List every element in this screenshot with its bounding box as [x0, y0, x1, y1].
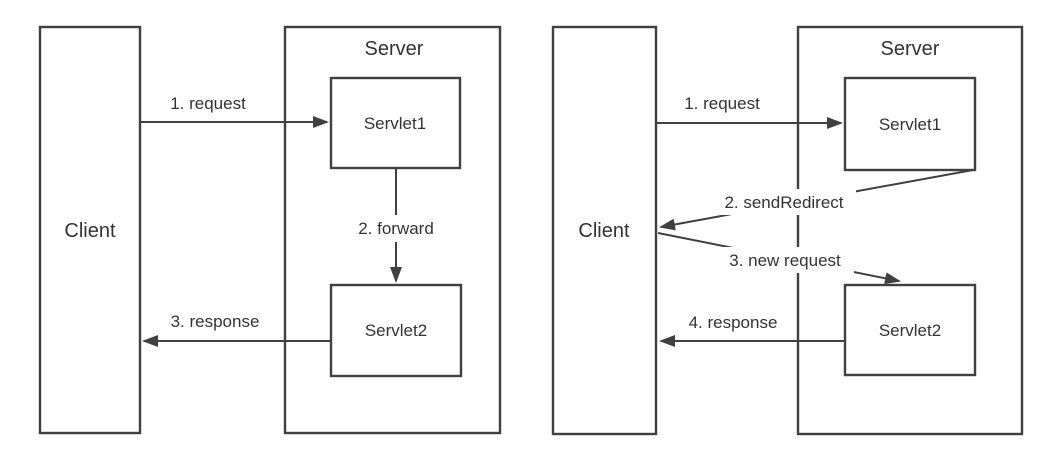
servlet2-box	[329, 283, 463, 378]
response-arrow-label: 4. response	[689, 313, 778, 332]
forward-arrow-label: 2. forward	[358, 219, 434, 238]
send-redirect-label-background	[712, 189, 856, 215]
client-box	[551, 25, 658, 436]
request-arrow-label: 1. request	[684, 94, 760, 113]
server-label: Server	[881, 38, 940, 60]
new-request-label-background	[716, 247, 854, 273]
forward-diagram: Server Client Servlet1 Servlet2 1. reque…	[38, 25, 502, 435]
forward-label-background	[348, 215, 444, 242]
client-label: Client	[64, 220, 116, 242]
send-redirect-arrow-label: 2. sendRedirect	[724, 193, 843, 212]
new-request-arrow-label: 3. new request	[729, 251, 841, 270]
redirect-diagram: Server Client Servlet1 Servlet2 1. reque…	[551, 25, 1024, 436]
servlet2-label: Servlet2	[365, 321, 427, 340]
server-label: Server	[365, 38, 424, 60]
servlet1-box	[843, 76, 977, 172]
response-arrow-label: 3. response	[171, 312, 260, 331]
servlet1-label: Servlet1	[879, 115, 941, 134]
servlet1-label: Servlet1	[364, 114, 426, 133]
client-label: Client	[578, 220, 630, 242]
client-box	[38, 25, 142, 435]
servlet2-label: Servlet2	[879, 321, 941, 340]
request-arrow-label: 1. request	[170, 94, 246, 113]
servlet2-box	[843, 283, 977, 377]
